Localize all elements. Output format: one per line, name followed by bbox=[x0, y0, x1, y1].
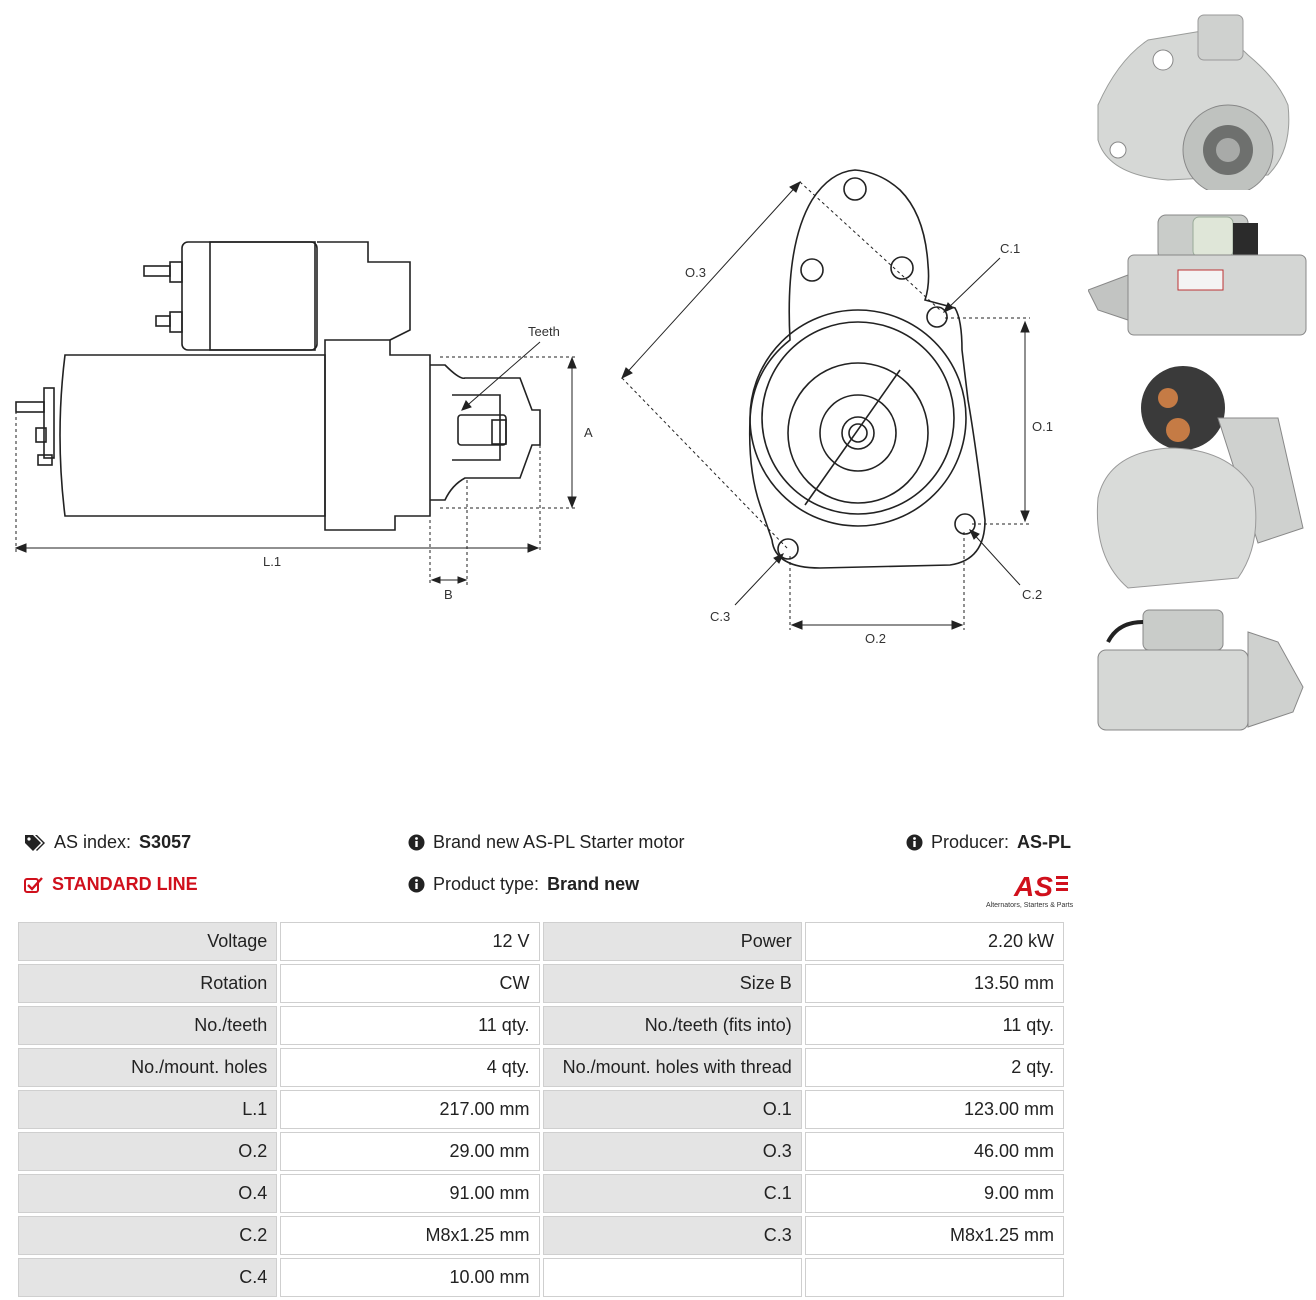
spec-value: 46.00 mm bbox=[804, 1132, 1064, 1171]
spec-value: 217.00 mm bbox=[280, 1090, 540, 1129]
label-o3: O.3 bbox=[685, 265, 706, 280]
info-circle-icon bbox=[408, 876, 425, 893]
spec-label: C.2 bbox=[18, 1216, 278, 1255]
label-c2: C.2 bbox=[1022, 587, 1042, 602]
spec-label: C.3 bbox=[542, 1216, 802, 1255]
spec-label: L.1 bbox=[18, 1090, 278, 1129]
spec-value: 13.50 mm bbox=[804, 964, 1064, 1003]
standard-line: STANDARD LINE bbox=[24, 874, 198, 895]
spec-label: No./teeth (fits into) bbox=[542, 1006, 802, 1045]
producer-label: Producer: bbox=[931, 832, 1010, 852]
side-view-drawing bbox=[15, 241, 541, 531]
as-index-label: AS index: bbox=[54, 832, 132, 852]
product-description: Brand new AS-PL Starter motor bbox=[408, 832, 684, 853]
photo-side[interactable] bbox=[1088, 205, 1308, 345]
spec-value: 2.20 kW bbox=[804, 922, 1064, 961]
description-text: Brand new AS-PL Starter motor bbox=[433, 832, 685, 852]
spec-label: No./teeth bbox=[18, 1006, 278, 1045]
spec-value: 9.00 mm bbox=[804, 1174, 1064, 1213]
tags-icon bbox=[25, 834, 45, 851]
label-l1: L.1 bbox=[263, 554, 281, 569]
logo-tagline: Alternators, Starters & Parts bbox=[986, 902, 1074, 909]
spec-value: M8x1.25 mm bbox=[804, 1216, 1064, 1255]
spec-label: Rotation bbox=[18, 964, 278, 1003]
product-type: Product type: Brand new bbox=[408, 874, 639, 895]
producer: Producer: AS-PL bbox=[906, 832, 1071, 853]
spec-label: No./mount. holes bbox=[18, 1048, 278, 1087]
label-o1: O.1 bbox=[1032, 419, 1053, 434]
photo-rear[interactable] bbox=[1088, 358, 1308, 598]
spec-value: M8x1.25 mm bbox=[280, 1216, 540, 1255]
technical-drawings: Teeth A B L.1 O.1 O.2 O.3 C.1 C.2 C.3 bbox=[14, 169, 1053, 646]
standard-line-label: STANDARD LINE bbox=[52, 874, 198, 894]
product-info: AS index: S3057 STANDARD LINE Brand new … bbox=[24, 830, 1074, 910]
spec-label: Voltage bbox=[18, 922, 278, 961]
label-c3: C.3 bbox=[710, 609, 730, 624]
label-c1: C.1 bbox=[1000, 241, 1020, 256]
spec-label: No./mount. holes with thread bbox=[542, 1048, 802, 1087]
info-circle-icon bbox=[906, 834, 923, 851]
spec-label: Power bbox=[542, 922, 802, 961]
spec-value bbox=[804, 1258, 1064, 1297]
spec-value: 4 qty. bbox=[280, 1048, 540, 1087]
spec-value: 91.00 mm bbox=[280, 1174, 540, 1213]
spec-label: C.4 bbox=[18, 1258, 278, 1297]
spec-label: O.2 bbox=[18, 1132, 278, 1171]
front-view-dimensions bbox=[621, 180, 1030, 630]
spec-value: 11 qty. bbox=[280, 1006, 540, 1045]
spec-label: C.1 bbox=[542, 1174, 802, 1213]
product-type-value: Brand new bbox=[547, 874, 640, 894]
label-teeth: Teeth bbox=[528, 324, 560, 339]
spec-value: 29.00 mm bbox=[280, 1132, 540, 1171]
spec-label bbox=[542, 1258, 802, 1297]
spec-value: 10.00 mm bbox=[280, 1258, 540, 1297]
front-view-drawing bbox=[748, 169, 986, 569]
info-circle-icon bbox=[408, 834, 425, 851]
logo-mark: AS bbox=[1013, 871, 1053, 902]
spec-label: O.3 bbox=[542, 1132, 802, 1171]
label-o2: O.2 bbox=[865, 631, 886, 646]
spec-value: 2 qty. bbox=[804, 1048, 1064, 1087]
spec-value: 123.00 mm bbox=[804, 1090, 1064, 1129]
as-pl-logo: AS Alternators, Starters & Parts bbox=[986, 871, 1074, 909]
photo-top[interactable] bbox=[1088, 602, 1308, 737]
label-b: B bbox=[444, 587, 453, 602]
spec-label: O.1 bbox=[542, 1090, 802, 1129]
spec-label: O.4 bbox=[18, 1174, 278, 1213]
spec-value: 11 qty. bbox=[804, 1006, 1064, 1045]
spec-label: Size B bbox=[542, 964, 802, 1003]
check-square-icon bbox=[24, 876, 43, 893]
as-index-value: S3057 bbox=[139, 832, 192, 852]
as-index: AS index: S3057 bbox=[24, 832, 191, 853]
spec-value: 12 V bbox=[280, 922, 540, 961]
photo-front-flange[interactable] bbox=[1088, 10, 1308, 190]
producer-value: AS-PL bbox=[1017, 832, 1072, 852]
spec-value: CW bbox=[280, 964, 540, 1003]
side-view-dimensions bbox=[14, 341, 577, 585]
product-type-label: Product type: bbox=[433, 874, 540, 894]
label-a: A bbox=[584, 425, 593, 440]
